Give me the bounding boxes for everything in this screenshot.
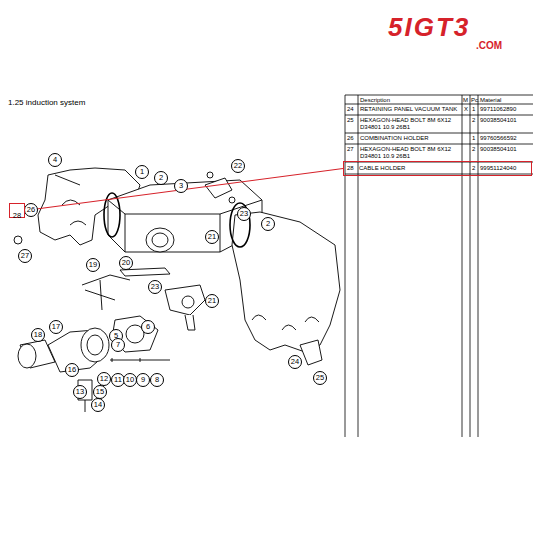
table-cell: HEXAGON-HEAD BOLT 8M 6X12 D34801 10.9 26… bbox=[360, 146, 462, 160]
table-cell: 99760566592 bbox=[480, 135, 532, 142]
table-cell: 24 bbox=[347, 106, 358, 113]
table-cell: 99711062890 bbox=[480, 106, 532, 113]
callout-number: 4 bbox=[48, 153, 62, 167]
callout-number: 27 bbox=[18, 249, 32, 263]
brand-domain: .COM bbox=[476, 40, 502, 51]
table-cell: 2 bbox=[472, 146, 479, 153]
table-cell: 90038504101 bbox=[480, 117, 532, 124]
table-cell: COMBINATION HOLDER bbox=[360, 135, 462, 142]
table-cell: X bbox=[464, 106, 471, 113]
callout-number: 7 bbox=[111, 338, 125, 352]
table-cell: HEXAGON-HEAD BOLT 8M 6X12 D34801 10.9 26… bbox=[360, 117, 462, 131]
callout-number: 21 bbox=[205, 230, 219, 244]
brand-logo: 5IGT3 bbox=[388, 12, 470, 43]
table-cell: 2 bbox=[472, 165, 479, 172]
callout-number: 13 bbox=[73, 385, 87, 399]
table-cell: 26 bbox=[347, 135, 358, 142]
callout-number: 21 bbox=[205, 294, 219, 308]
table-cell: M bbox=[463, 97, 471, 104]
callout-number: 20 bbox=[119, 256, 133, 270]
table-cell: Pc. bbox=[471, 97, 479, 104]
table-cell: 28 bbox=[347, 165, 358, 172]
section-title: 1.25 induction system bbox=[8, 98, 85, 107]
table-cell: 1 bbox=[472, 106, 479, 113]
callout-number: 28 bbox=[13, 211, 21, 220]
table-cell: 99951124040 bbox=[480, 165, 530, 172]
table-cell: RETAINING PANEL VACUUM TANK bbox=[360, 106, 462, 113]
callout-number: 6 bbox=[141, 320, 155, 334]
callout-number: 26 bbox=[24, 203, 38, 217]
callout-number: 23 bbox=[148, 280, 162, 294]
callout-number: 14 bbox=[91, 398, 105, 412]
callout-box: 28 bbox=[9, 203, 25, 218]
table-cell: Description bbox=[360, 97, 460, 104]
callout-number: 16 bbox=[65, 363, 79, 377]
callout-number: 2 bbox=[261, 217, 275, 231]
callout-number: 1 bbox=[135, 165, 149, 179]
table-cell: 25 bbox=[347, 117, 358, 124]
callout-number: 10 bbox=[123, 373, 137, 387]
callout-number: 12 bbox=[97, 372, 111, 386]
callout-number: 15 bbox=[93, 385, 107, 399]
callout-number: 24 bbox=[288, 355, 302, 369]
table-cell: 90038504101 bbox=[480, 146, 532, 153]
table-cell: 2 bbox=[472, 117, 479, 124]
callout-number: 23 bbox=[237, 207, 251, 221]
callout-number: 22 bbox=[231, 159, 245, 173]
callout-number: 2 bbox=[154, 171, 168, 185]
highlighted-row: 28CABLE HOLDER 299951124040 bbox=[343, 161, 532, 176]
callout-number: 19 bbox=[86, 258, 100, 272]
callout-number: 17 bbox=[49, 320, 63, 334]
callout-number: 8 bbox=[150, 373, 164, 387]
table-cell: CABLE HOLDER bbox=[359, 165, 459, 172]
table-cell: 1 bbox=[472, 135, 479, 142]
callout-number: 18 bbox=[31, 328, 45, 342]
table-cell: Material bbox=[480, 97, 532, 104]
leader-line bbox=[25, 169, 343, 211]
callout-number: 3 bbox=[174, 179, 188, 193]
callout-number: 9 bbox=[136, 373, 150, 387]
callout-number: 25 bbox=[313, 371, 327, 385]
table-cell: 27 bbox=[347, 146, 358, 153]
